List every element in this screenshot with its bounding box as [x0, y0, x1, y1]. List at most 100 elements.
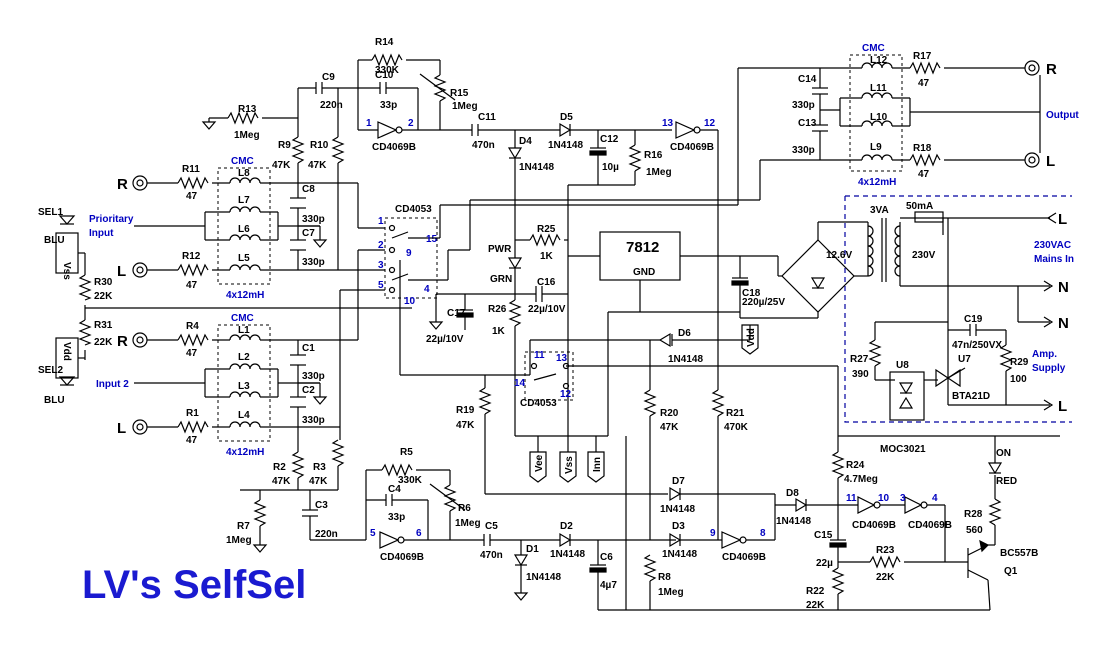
- r31-val: 22K: [94, 337, 113, 348]
- sel2-label: SEL2: [38, 365, 63, 376]
- cmc-coils-left: [229, 177, 261, 428]
- va-label: 3VA: [870, 205, 889, 216]
- r13-val: 1Meg: [234, 130, 260, 141]
- r6-val: 1Meg: [455, 518, 481, 529]
- r19-val: 47K: [456, 420, 475, 431]
- r8-val: 1Meg: [658, 587, 684, 598]
- d7-val: 1N4148: [660, 504, 695, 515]
- c14-val: 330p: [792, 100, 815, 111]
- pwr-label: PWR: [488, 244, 512, 255]
- d8-ref: D8: [786, 488, 799, 499]
- d1-val: 1N4148: [526, 572, 561, 583]
- output-wires: [812, 61, 1041, 167]
- led-on-label: ON: [996, 448, 1011, 459]
- r17-val: 47: [918, 78, 930, 89]
- c9-val: 220n: [320, 100, 343, 111]
- top-left-amp-wires: [208, 53, 719, 430]
- r31-ref: R31: [94, 320, 113, 331]
- coil-labels-left: L8 L7 L6 L5 L1 L2 L3 L4: [238, 168, 250, 421]
- inductor-coil-right-3: [861, 120, 893, 127]
- l6-label: L6: [238, 224, 250, 235]
- mains-n: N: [1058, 279, 1069, 296]
- d2-val: 1N4148: [550, 549, 585, 560]
- r16-ref: R16: [644, 150, 663, 161]
- u1c-label: CD4069B: [380, 552, 424, 563]
- c11-ref: C11: [478, 112, 496, 123]
- d4-ref: D4: [519, 136, 532, 147]
- cmc3-label: CMC: [862, 43, 885, 54]
- r6-ref: R6: [458, 503, 471, 514]
- r14-ref: R14: [375, 37, 394, 48]
- r5-val: 330K: [398, 475, 423, 486]
- input2-label: Input 2: [96, 379, 129, 390]
- l8-label: L8: [238, 168, 250, 179]
- u1e-label: CD4069B: [852, 520, 896, 531]
- inductor-coil-left-1: [229, 177, 261, 184]
- r7-val: 1Meg: [226, 535, 252, 546]
- input-caps: [290, 197, 306, 408]
- r19-ref: R19: [456, 405, 475, 416]
- reg-gnd: GND: [633, 267, 655, 278]
- sel2-led: [58, 376, 76, 386]
- mux1-pin-15: 15: [426, 234, 438, 245]
- mux2-label: CD4053: [520, 398, 557, 409]
- rail-vss: Vss: [564, 456, 575, 474]
- mux1-pin-4: 4: [424, 284, 430, 295]
- inductor-coil-right-1: [861, 62, 893, 69]
- in2-r-label: R: [117, 333, 128, 350]
- grn-label: GRN: [490, 274, 512, 285]
- u1d-pin-out: 8: [760, 528, 766, 539]
- c17-val: 22µ/10V: [426, 334, 464, 345]
- r14-val: 330K: [375, 65, 400, 76]
- l11-label: L11: [870, 83, 887, 94]
- input-wires: [78, 182, 400, 428]
- sel1-label: SEL1: [38, 207, 63, 218]
- prioritary-label-1: Prioritary: [89, 214, 134, 225]
- mux2-switches: [530, 362, 839, 440]
- terminal-arrows: [1043, 212, 1057, 411]
- cmc3-value: 4x12mH: [858, 177, 896, 188]
- d8-val: 1N4148: [776, 516, 811, 527]
- inductor-coil-left-7: [229, 391, 261, 398]
- d6-ref: D6: [678, 328, 691, 339]
- sel1-color: BLU: [44, 235, 65, 246]
- r25-val: 1K: [540, 251, 554, 262]
- r2-ref: R2: [273, 462, 286, 473]
- cmc2-box: [217, 324, 271, 442]
- amp-n: N: [1058, 315, 1069, 332]
- cmc2-value: 4x12mH: [226, 447, 264, 458]
- c14-ref: C14: [798, 74, 817, 85]
- u1b-pin-in: 13: [662, 118, 674, 129]
- mux1-pin-2: 2: [378, 240, 384, 251]
- c4-ref: C4: [388, 484, 401, 495]
- mux2-pin-12: 12: [560, 389, 572, 400]
- c13-ref: C13: [798, 118, 817, 129]
- reg-label: 7812: [626, 239, 659, 256]
- r3-val: 47K: [309, 476, 328, 487]
- c5-val: 470n: [480, 550, 503, 561]
- amp-label-1: Amp.: [1032, 349, 1057, 360]
- r20-ref: R20: [660, 408, 679, 419]
- c16-ref: C16: [537, 277, 556, 288]
- amp-label-2: Supply: [1032, 363, 1066, 374]
- r21-ref: R21: [726, 408, 745, 419]
- d5-ref: D5: [560, 112, 573, 123]
- c1-ref: C1: [302, 343, 315, 354]
- cmc1-label: CMC: [231, 156, 254, 167]
- c4-val: 33p: [388, 512, 405, 523]
- l3-label: L3: [238, 381, 250, 392]
- rail-vee: Vee: [534, 454, 545, 472]
- r22-ref: R22: [806, 586, 825, 597]
- out-r-label: R: [1046, 61, 1057, 78]
- l10-label: L10: [870, 112, 888, 123]
- r11-ref: R11: [182, 164, 200, 175]
- r17-ref: R17: [913, 51, 932, 62]
- r2-val: 47K: [272, 476, 291, 487]
- r5-ref: R5: [400, 447, 413, 458]
- inductor-coil-left-5: [229, 334, 261, 341]
- u7-label: U7: [958, 354, 971, 365]
- inductor-coil-right-4: [861, 154, 893, 161]
- c2-val: 330p: [302, 415, 325, 426]
- cmc2-label: CMC: [231, 313, 254, 324]
- c7-ref: C7: [302, 228, 315, 239]
